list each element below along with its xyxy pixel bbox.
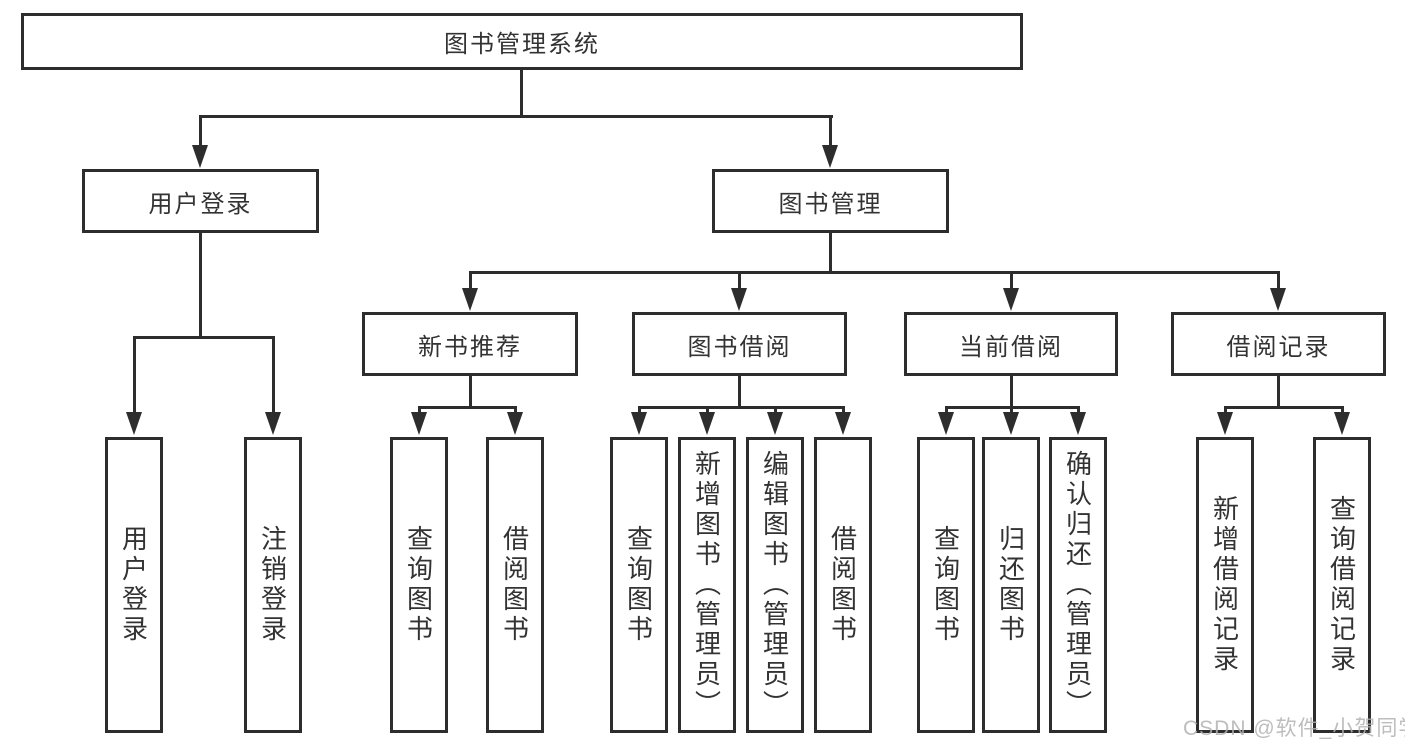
arrow-down-icon: [126, 412, 142, 435]
node-user-login: 用户登录: [82, 169, 319, 233]
connector-borrowing-rail: [638, 406, 845, 409]
leaf-confirm-return-admin: 确认归还（管理员）: [1049, 437, 1107, 733]
connector-root-stem: [520, 69, 523, 117]
connector-records-rail: [1224, 406, 1344, 409]
connector-current-drop-2: [1010, 406, 1013, 416]
leaf-add-books-admin: 新增图书（管理员）: [678, 437, 736, 733]
arrow-down-icon: [507, 412, 523, 435]
leaf-edit-books-admin: 编辑图书（管理员）: [746, 437, 804, 733]
node-current-borrowing: 当前借阅: [904, 312, 1118, 376]
connector-records-drop-1: [1224, 406, 1227, 416]
connector-root-drop-right: [829, 115, 832, 149]
arrow-down-icon: [1270, 288, 1286, 311]
leaf-query-books-borrow: 查询图书: [610, 437, 668, 733]
arrow-down-icon: [938, 412, 954, 435]
connector-root-drop-left: [199, 115, 202, 149]
connector-borrowing-drop-4: [842, 406, 845, 416]
arrow-down-icon: [1070, 412, 1086, 435]
connector-bookmgmt-drop-4: [1277, 271, 1280, 291]
node-book-management: 图书管理: [712, 169, 949, 233]
arrow-down-icon: [1334, 412, 1350, 435]
connector-newbook-rail: [418, 406, 517, 409]
leaf-query-books-current: 查询图书: [917, 437, 975, 733]
connector-records-stem: [1277, 376, 1280, 409]
connector-userlogin-drop-2: [272, 336, 275, 416]
leaf-borrow-books-recommend: 借阅图书: [486, 437, 544, 733]
arrow-down-icon: [192, 145, 208, 168]
node-library-management-system: 图书管理系统: [21, 13, 1023, 70]
arrow-down-icon: [835, 412, 851, 435]
connector-borrowing-drop-3: [774, 406, 777, 416]
leaf-user-login: 用户登录: [105, 437, 163, 733]
leaf-query-books-recommend: 查询图书: [390, 437, 448, 733]
connector-bookmgmt-rail: [469, 271, 1280, 274]
arrow-down-icon: [411, 412, 427, 435]
arrow-down-icon: [631, 412, 647, 435]
arrow-down-icon: [822, 145, 838, 168]
leaf-return-books: 归还图书: [982, 437, 1040, 733]
arrow-down-icon: [462, 288, 478, 311]
leaf-logout: 注销登录: [244, 437, 302, 733]
leaf-query-borrow-record: 查询借阅记录: [1313, 437, 1371, 733]
arrow-down-icon: [699, 412, 715, 435]
connector-records-drop-2: [1341, 406, 1344, 416]
leaf-borrow-books: 借阅图书: [814, 437, 872, 733]
node-book-borrowing: 图书借阅: [632, 312, 847, 376]
connector-borrowing-stem: [738, 376, 741, 409]
arrow-down-icon: [731, 288, 747, 311]
connector-root-rail: [199, 115, 833, 118]
arrow-down-icon: [1003, 412, 1019, 435]
connector-newbook-drop-2: [514, 406, 517, 416]
connector-userlogin-rail: [133, 336, 275, 339]
node-new-book-recommendation: 新书推荐: [362, 312, 578, 376]
arrow-down-icon: [265, 412, 281, 435]
connector-current-stem: [1010, 376, 1013, 409]
connector-borrowing-drop-1: [638, 406, 641, 416]
connector-bookmgmt-drop-2: [738, 271, 741, 291]
connector-newbook-drop-1: [418, 406, 421, 416]
arrow-down-icon: [1003, 288, 1019, 311]
csdn-watermark: CSDN @软件_小贺同学: [1183, 717, 1405, 740]
connector-current-drop-3: [1077, 406, 1080, 416]
connector-bookmgmt-drop-3: [1010, 271, 1013, 291]
connector-borrowing-drop-2: [706, 406, 709, 416]
connector-bookmgmt-drop-1: [469, 271, 472, 291]
node-borrowing-records: 借阅记录: [1171, 312, 1386, 376]
leaf-add-borrow-record: 新增借阅记录: [1196, 437, 1254, 733]
connector-bookmgmt-stem: [829, 233, 832, 274]
connector-userlogin-drop-1: [133, 336, 136, 416]
connector-userlogin-stem: [199, 233, 202, 339]
connector-newbook-stem: [469, 376, 472, 409]
connector-current-drop-1: [945, 406, 948, 416]
arrow-down-icon: [767, 412, 783, 435]
arrow-down-icon: [1217, 412, 1233, 435]
